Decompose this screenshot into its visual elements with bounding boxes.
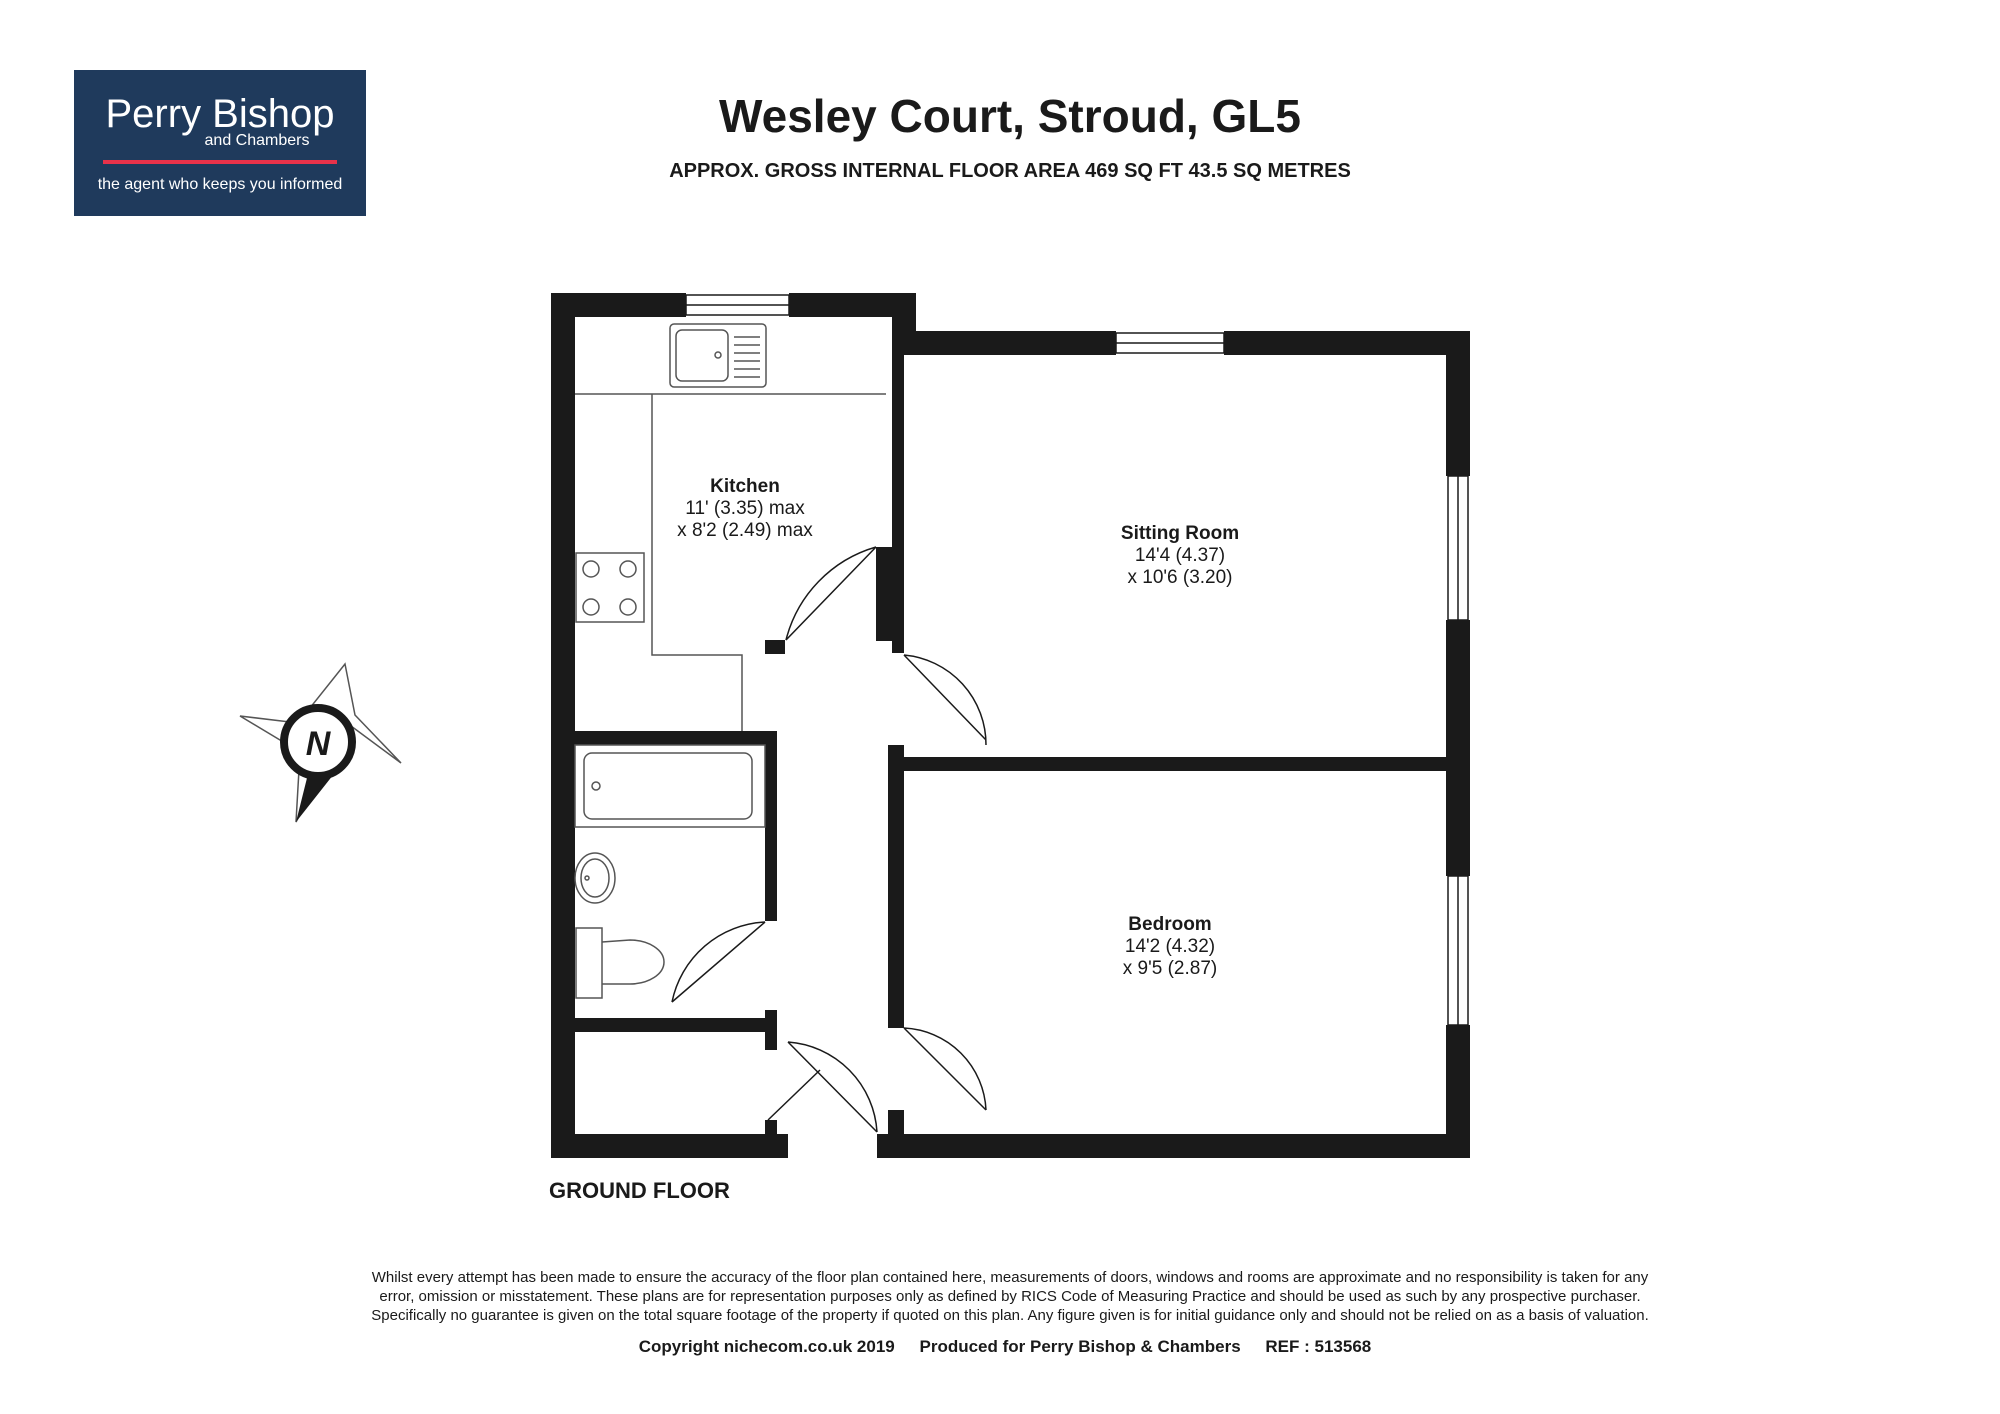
compass-north-label: N — [306, 725, 332, 763]
room-kitchen-name: Kitchen — [710, 476, 780, 497]
wall-hall-right-3 — [888, 745, 904, 1028]
wall-hall-left-3 — [765, 1120, 777, 1158]
wall-left — [551, 293, 575, 1158]
disclaimer-line-1: Whilst every attempt has been made to en… — [371, 1269, 1649, 1286]
wall-sitting-top-left — [892, 331, 1116, 355]
logo-rule — [103, 160, 337, 164]
kitchen-unit-outline — [651, 394, 743, 731]
door-sitting — [903, 654, 987, 741]
room-kitchen-dim1: 11' (3.35) max — [685, 498, 805, 519]
door-bathroom — [671, 921, 766, 1003]
logo-subname: and Chambers — [204, 132, 310, 149]
sink-icon — [669, 323, 767, 388]
wall-sitting-bedroom — [892, 757, 1446, 771]
wall-kitchen-bath — [575, 731, 765, 745]
disclaimer-line-3: Specifically no guarantee is given on th… — [371, 1307, 1649, 1324]
floor-area-subtitle: APPROX. GROSS INTERNAL FLOOR AREA 469 SQ… — [669, 160, 1351, 182]
wall-hall-right-1 — [876, 547, 892, 641]
sink-bowl — [675, 329, 729, 382]
disclaimer: Whilst every attempt has been made to en… — [280, 1268, 1740, 1325]
credits: Copyright nichecom.co.uk 2019 Produced f… — [400, 1336, 1610, 1358]
doors — [671, 546, 987, 1133]
wall-bottom-right — [877, 1134, 1470, 1158]
logo-tagline: the agent who keeps you informed — [97, 176, 343, 193]
wall-hall-left-2 — [765, 1010, 777, 1050]
room-bedroom-dim2: x 9'5 (2.87) — [1122, 958, 1218, 979]
toilet-icon — [601, 939, 665, 985]
copyright: Copyright nichecom.co.uk 2019 — [638, 1337, 895, 1356]
produced-for: Produced for Perry Bishop & Chambers — [919, 1337, 1241, 1356]
wall-bottom-left — [551, 1134, 788, 1158]
basin-icon — [574, 852, 616, 904]
disclaimer-line-2: error, omission or misstatement. These p… — [379, 1288, 1641, 1305]
room-kitchen-dim2: x 8'2 (2.49) max — [677, 520, 813, 541]
room-bedroom-name: Bedroom — [1128, 914, 1212, 935]
room-bedroom-dim1: 14'2 (4.32) — [1124, 936, 1216, 957]
windows — [685, 294, 1469, 1026]
wall-hall-left-1 — [765, 731, 777, 921]
door-cupboard — [767, 1069, 821, 1121]
wall-right-1 — [1446, 331, 1470, 476]
room-sitting-dim1: 14'4 (4.37) — [1134, 545, 1226, 566]
room-kitchen: Kitchen 11' (3.35) max x 8'2 (2.49) max — [640, 476, 850, 542]
walls — [551, 293, 1470, 1158]
agency-logo: Perry Bishop and Chambers the agent who … — [74, 70, 366, 216]
room-sitting-name: Sitting Room — [1120, 523, 1240, 544]
north-compass-icon — [239, 662, 402, 823]
bath-icon — [574, 744, 766, 828]
door-kitchen — [785, 546, 877, 641]
logo-name: Perry Bishop — [105, 92, 335, 136]
kitchen-fixtures — [575, 323, 886, 731]
wall-right-2 — [1446, 620, 1470, 876]
bathroom-fixtures — [574, 744, 766, 999]
wall-hall-left-top — [765, 640, 785, 654]
wall-bath-cupboard — [575, 1018, 765, 1032]
room-bedroom: Bedroom 14'2 (4.32) x 9'5 (2.87) — [1060, 914, 1280, 980]
door-entrance — [787, 1041, 878, 1133]
room-sitting-dim2: x 10'6 (3.20) — [1127, 567, 1233, 588]
page-title: Wesley Court, Stroud, GL5 — [719, 90, 1301, 142]
floor-label: GROUND FLOOR — [549, 1178, 730, 1203]
toilet-cistern — [575, 927, 603, 999]
door-bedroom — [903, 1027, 987, 1111]
room-sitting: Sitting Room 14'4 (4.37) x 10'6 (3.20) — [1060, 523, 1300, 589]
reference-number: REF : 513568 — [1265, 1337, 1372, 1356]
wall-hall-right-4 — [888, 1110, 904, 1150]
wall-sitting-top-right — [1224, 331, 1470, 355]
hob-icon — [575, 552, 645, 623]
wall-hall-right-2 — [892, 355, 904, 653]
